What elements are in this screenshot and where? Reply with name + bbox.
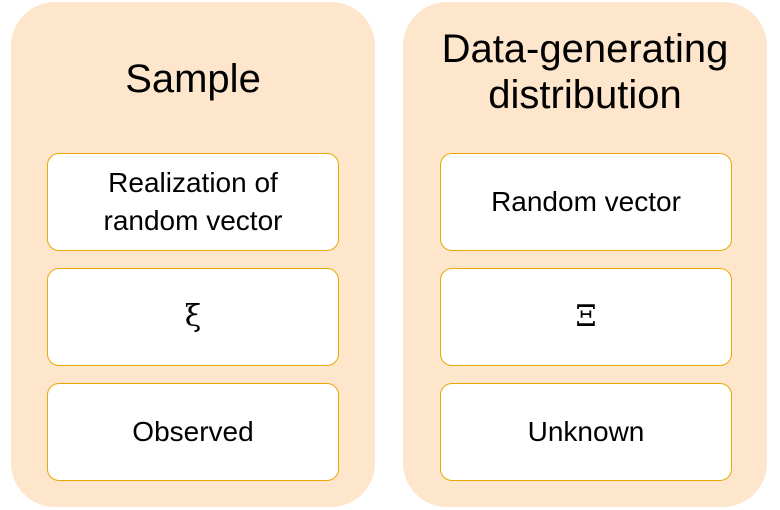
distribution-status-text: Unknown bbox=[527, 416, 645, 447]
distribution-title: Data-generating distribution bbox=[441, 27, 729, 117]
xi-lowercase-symbol: ξ bbox=[184, 299, 202, 334]
distribution-row-symbol: Ξ bbox=[440, 268, 732, 366]
distribution-row-description: Random vector bbox=[440, 153, 732, 251]
distribution-row-status: Unknown bbox=[440, 383, 732, 481]
distribution-description-text: Random vector bbox=[491, 186, 681, 217]
sample-description-text: Realization of random vector bbox=[103, 167, 283, 236]
sample-row-description: Realization of random vector bbox=[47, 153, 339, 251]
sample-status-text: Observed bbox=[132, 416, 254, 447]
sample-panel: Sample Realization of random vector ξ Ob… bbox=[11, 2, 375, 507]
xi-uppercase-symbol: Ξ bbox=[575, 299, 597, 334]
distribution-panel: Data-generating distribution Random vect… bbox=[403, 2, 767, 507]
sample-title: Sample bbox=[125, 57, 261, 101]
sample-row-status: Observed bbox=[47, 383, 339, 481]
sample-row-symbol: ξ bbox=[47, 268, 339, 366]
